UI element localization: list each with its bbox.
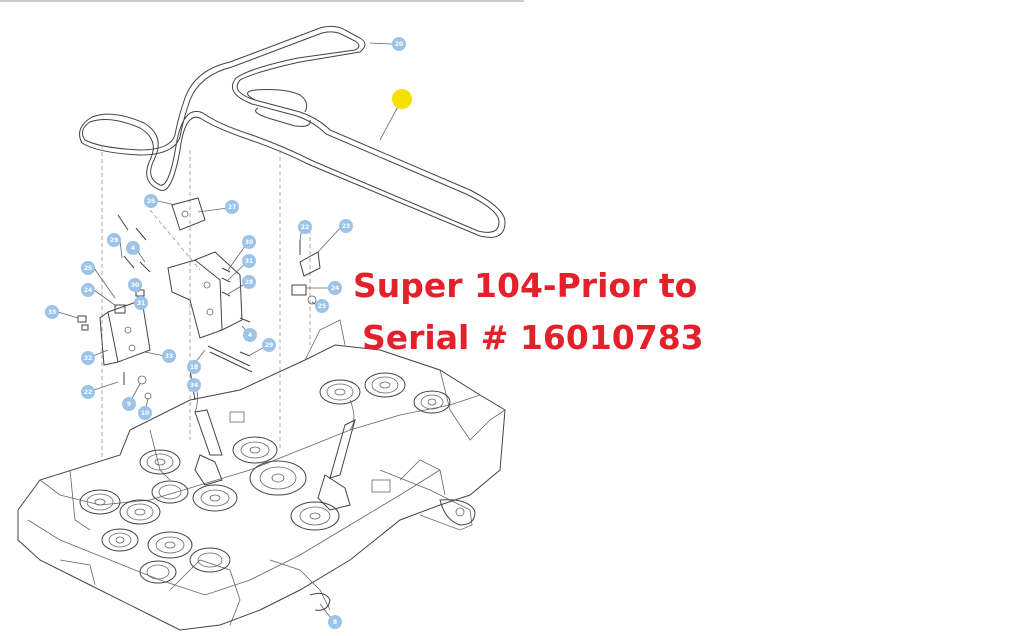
- callout-10: 10: [138, 406, 152, 420]
- pulley: [232, 436, 278, 464]
- callout-31: 31: [134, 296, 148, 310]
- model-title-line-1: Super 104-Prior to: [353, 266, 698, 305]
- callout-9: 9: [122, 397, 136, 411]
- callout-label: 29: [110, 237, 118, 244]
- callout-label: 29: [265, 342, 273, 349]
- callout-20: 20: [392, 37, 406, 51]
- callout-29: 29: [262, 338, 276, 352]
- pulley: [79, 489, 121, 515]
- callout-27: 27: [225, 200, 239, 214]
- callout-25: 25: [315, 299, 329, 313]
- callout-label: 25: [84, 265, 92, 272]
- idler-brackets: [77, 197, 321, 401]
- callout-label: 22: [84, 389, 92, 396]
- callout-29: 29: [107, 233, 121, 247]
- model-title-line-2: Serial # 16010783: [362, 318, 704, 357]
- callout-34: 34: [187, 378, 201, 392]
- callout-label: 32: [84, 355, 92, 362]
- callout-label: 27: [228, 204, 236, 211]
- callout-26: 26: [144, 194, 158, 208]
- callout-33: 33: [162, 349, 176, 363]
- callout-4: 4: [243, 328, 257, 342]
- callout-24: 24: [81, 283, 95, 297]
- pulleys: [79, 372, 451, 584]
- callout-label: 20: [395, 41, 403, 48]
- pulley: [290, 501, 340, 531]
- callout-label: 4: [131, 245, 135, 252]
- pulley: [101, 528, 139, 552]
- callout-22: 22: [81, 385, 95, 399]
- pulley: [119, 499, 161, 525]
- callout-label: 31: [245, 258, 253, 265]
- pulley: [249, 460, 307, 496]
- callout-label: 24: [331, 285, 339, 292]
- pulley: [364, 372, 406, 398]
- callout-22: 22: [298, 220, 312, 234]
- pulley: [147, 531, 193, 559]
- pulley: [189, 547, 231, 573]
- callout-label: 10: [141, 410, 149, 417]
- callout-23: 23: [339, 219, 353, 233]
- callout-label: 26: [147, 198, 155, 205]
- callout-label: 34: [190, 382, 198, 389]
- callout-label: 33: [48, 309, 56, 316]
- callout-33: 33: [45, 305, 59, 319]
- callout-label: 24: [84, 287, 92, 294]
- callout-bubbles: 20 26 27 29 4 22 23 30 31 28 25 30 31 24 24 25 33 4 29 32 33…: [45, 37, 406, 629]
- callout-label: 31: [137, 300, 145, 307]
- callout-label: 28: [245, 279, 253, 286]
- callout-24: 24: [328, 281, 342, 295]
- callout-30: 30: [128, 278, 142, 292]
- deck-frame: [17, 319, 506, 631]
- callout-8: 8: [328, 615, 342, 629]
- alignment-lines: [101, 145, 311, 460]
- callout-leaders: [57, 42, 403, 623]
- callout-25: 25: [81, 261, 95, 275]
- pulley: [192, 484, 238, 512]
- pulley: [413, 390, 451, 414]
- highlight-dot: [392, 89, 412, 109]
- callout-label: 4: [248, 332, 252, 339]
- callout-label: 18: [190, 364, 198, 371]
- callout-label: 9: [127, 401, 131, 408]
- callout-18: 18: [187, 360, 201, 374]
- callout-label: 30: [131, 282, 139, 289]
- callout-label: 8: [333, 619, 337, 626]
- pulley: [319, 379, 361, 405]
- pulley: [151, 480, 189, 504]
- callout-label: 23: [342, 223, 350, 230]
- callout-label: 22: [301, 224, 309, 231]
- pulley: [139, 449, 181, 475]
- callout-28: 28: [242, 275, 256, 289]
- callout-31: 31: [242, 254, 256, 268]
- callout-label: 30: [245, 239, 253, 246]
- callout-4: 4: [126, 241, 140, 255]
- drive-belt: [79, 25, 506, 238]
- callout-30: 30: [242, 235, 256, 249]
- callout-label: 33: [165, 353, 173, 360]
- callout-label: 25: [318, 303, 326, 310]
- callout-32: 32: [81, 351, 95, 365]
- idler-arms: [194, 379, 476, 611]
- pulley: [139, 560, 177, 584]
